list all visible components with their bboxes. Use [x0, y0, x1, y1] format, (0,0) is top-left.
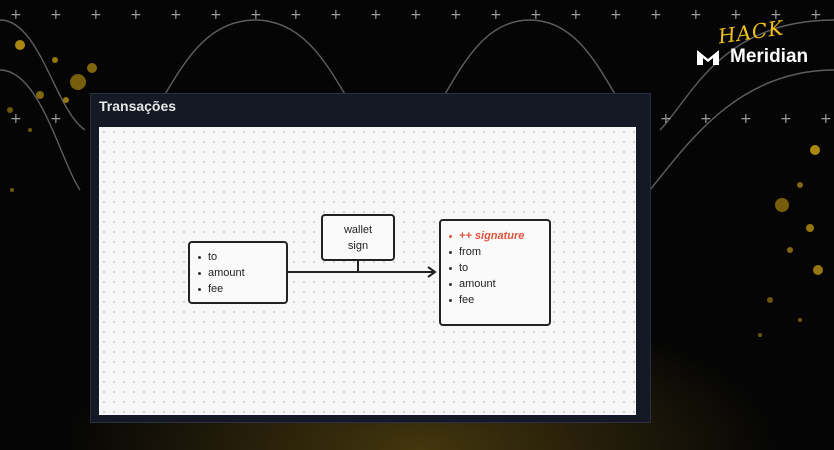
connector-arrowhead — [427, 266, 437, 278]
slide-panel: Transações to amount fee wallet sign ++ … — [90, 93, 651, 423]
svg-text:+: + — [700, 111, 712, 127]
svg-text:+: + — [810, 7, 822, 23]
svg-text:+: + — [370, 7, 382, 23]
svg-text:+: + — [610, 7, 622, 23]
signature-field-item: ++ signature — [445, 228, 545, 244]
panel-title: Transações — [99, 98, 177, 114]
sign-label: sign — [347, 240, 369, 252]
field-item: from — [445, 244, 545, 260]
field-item: amount — [194, 265, 282, 281]
svg-text:+: + — [90, 7, 102, 23]
svg-text:+: + — [650, 7, 662, 23]
svg-text:+: + — [450, 7, 462, 23]
svg-text:+: + — [740, 111, 752, 127]
svg-text:+: + — [570, 7, 582, 23]
field-item: amount — [445, 276, 545, 292]
svg-text:+: + — [730, 7, 742, 23]
svg-text:+: + — [210, 7, 222, 23]
meridian-m-icon — [697, 50, 719, 65]
svg-text:+: + — [50, 7, 62, 23]
svg-text:+: + — [410, 7, 422, 23]
unsigned-transaction-node: to amount fee — [188, 241, 288, 304]
svg-text:+: + — [660, 111, 672, 127]
wallet-sign-node: wallet sign — [321, 214, 395, 261]
signed-transaction-node: ++ signature from to amount fee — [439, 219, 551, 326]
svg-text:+: + — [690, 7, 702, 23]
field-item: fee — [445, 292, 545, 308]
logo-meridian-text: Meridian — [730, 46, 809, 67]
svg-text:+: + — [10, 111, 22, 127]
wallet-label: wallet — [343, 224, 373, 236]
svg-text:+: + — [820, 111, 832, 127]
field-item: fee — [194, 281, 282, 297]
svg-text:+: + — [490, 7, 502, 23]
svg-text:+: + — [770, 7, 782, 23]
svg-text:+: + — [290, 7, 302, 23]
svg-text:+: + — [130, 7, 142, 23]
hack-meridian-logo: HACK Meridian — [696, 16, 826, 72]
svg-text:+: + — [170, 7, 182, 23]
field-item: to — [445, 260, 545, 276]
logo-hack-text: HACK — [716, 15, 786, 49]
svg-text:+: + — [330, 7, 342, 23]
diagram-connectors — [288, 261, 437, 278]
field-item: to — [194, 249, 282, 265]
svg-text:+: + — [10, 7, 22, 23]
svg-text:+: + — [530, 7, 542, 23]
svg-text:+: + — [780, 111, 792, 127]
svg-text:+: + — [50, 111, 62, 127]
diagram-canvas: to amount fee wallet sign ++ signature f… — [99, 127, 636, 415]
svg-text:+: + — [250, 7, 262, 23]
